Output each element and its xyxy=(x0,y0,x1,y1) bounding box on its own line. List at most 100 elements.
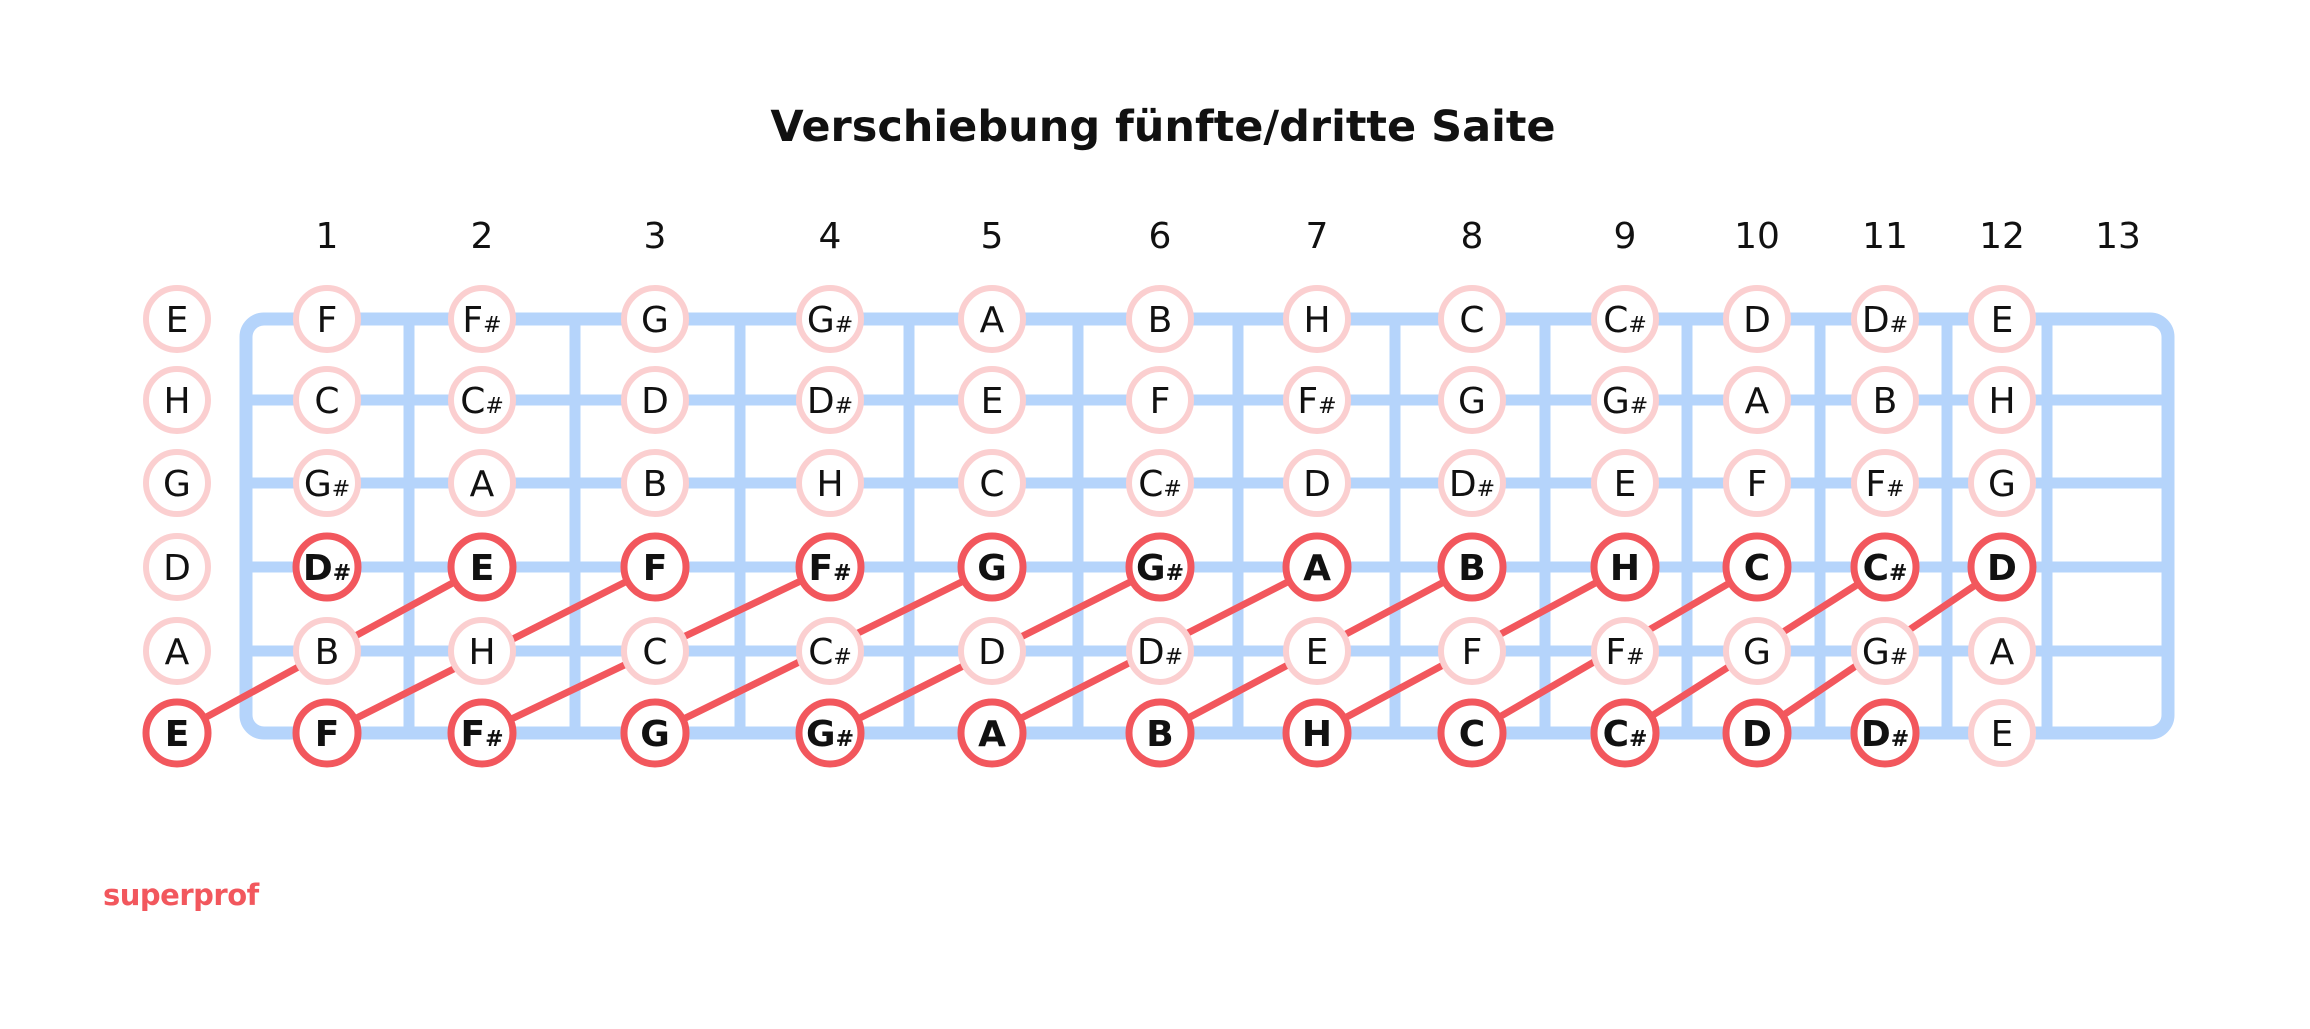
note-marker-highlighted: H xyxy=(1282,698,1352,768)
note-label: H xyxy=(1610,548,1640,589)
note-marker: F# xyxy=(1283,366,1351,434)
note-marker-highlighted: A xyxy=(957,698,1027,768)
note-marker: C# xyxy=(1591,285,1659,353)
note-label: C xyxy=(1744,548,1770,589)
note-marker: D# xyxy=(796,366,864,434)
note-marker-highlighted: A xyxy=(1282,532,1352,602)
note-label: A xyxy=(470,464,495,505)
note-label: C# xyxy=(1863,548,1908,589)
note-marker: D# xyxy=(1438,449,1506,517)
note-label: C xyxy=(1459,714,1485,755)
note-marker: G# xyxy=(293,449,361,517)
note-marker: B xyxy=(1126,285,1194,353)
fret-number: 2 xyxy=(471,216,494,257)
note-label: D xyxy=(641,381,669,422)
note-marker: C xyxy=(293,366,361,434)
note-marker: C# xyxy=(1126,449,1194,517)
note-label: G# xyxy=(304,464,350,505)
note-marker: H xyxy=(796,449,864,517)
note-label: D# xyxy=(1449,464,1495,505)
note-marker-highlighted: D# xyxy=(292,532,362,602)
note-label: D xyxy=(163,548,191,589)
note-marker: E xyxy=(1968,285,2036,353)
note-label: D# xyxy=(1137,632,1183,673)
note-label: H xyxy=(1303,300,1330,341)
note-label: D xyxy=(1743,300,1771,341)
note-label: C# xyxy=(1138,464,1182,505)
note-marker: F# xyxy=(1851,449,1919,517)
note-marker: A xyxy=(143,617,211,685)
note-label: B xyxy=(1148,300,1173,341)
note-marker: A xyxy=(958,285,1026,353)
note-label: F# xyxy=(460,714,503,755)
note-label: C# xyxy=(1603,300,1647,341)
note-label: A xyxy=(1990,632,2015,673)
note-marker: C xyxy=(1438,285,1506,353)
fret-number: 13 xyxy=(2095,216,2141,257)
note-label: G xyxy=(640,714,670,755)
note-marker-highlighted: B xyxy=(1125,698,1195,768)
note-label: E xyxy=(470,548,495,589)
note-marker: D xyxy=(958,617,1026,685)
note-marker-highlighted: F# xyxy=(795,532,865,602)
note-marker-highlighted: C xyxy=(1722,532,1792,602)
note-label: F# xyxy=(808,548,851,589)
note-label: G xyxy=(977,548,1007,589)
note-label: A xyxy=(165,632,190,673)
note-label: D# xyxy=(1861,714,1909,755)
note-label: A xyxy=(1303,548,1331,589)
fret-number: 1 xyxy=(316,216,339,257)
note-marker: E xyxy=(1968,699,2036,767)
note-marker: H xyxy=(1283,285,1351,353)
note-marker: D xyxy=(1723,285,1791,353)
note-marker: G xyxy=(1723,617,1791,685)
note-marker: F# xyxy=(1591,617,1659,685)
note-label: D# xyxy=(807,381,853,422)
note-label: H xyxy=(1988,381,2015,422)
note-label: F# xyxy=(1865,464,1904,505)
note-label: E xyxy=(1306,632,1329,673)
note-label: C xyxy=(314,381,339,422)
note-marker-highlighted: D xyxy=(1967,532,2037,602)
note-marker: B xyxy=(1851,366,1919,434)
fret-number: 8 xyxy=(1461,216,1484,257)
note-label: B xyxy=(1873,381,1898,422)
note-marker: F xyxy=(1723,449,1791,517)
fret-number: 12 xyxy=(1979,216,2025,257)
note-label: A xyxy=(980,300,1005,341)
note-marker: H xyxy=(143,366,211,434)
note-marker: G xyxy=(143,449,211,517)
note-label: D xyxy=(1303,464,1331,505)
note-label: F xyxy=(315,714,340,755)
note-marker-highlighted: D xyxy=(1722,698,1792,768)
superprof-logo: superprof xyxy=(103,878,259,912)
note-label: A xyxy=(978,714,1006,755)
note-marker: B xyxy=(293,617,361,685)
note-marker: A xyxy=(1723,366,1791,434)
fret-number: 7 xyxy=(1306,216,1329,257)
fret-number: 5 xyxy=(981,216,1004,257)
note-label: C xyxy=(979,464,1004,505)
note-marker: G# xyxy=(1851,617,1919,685)
note-label: E xyxy=(165,714,190,755)
note-marker: G# xyxy=(1591,366,1659,434)
note-label: F xyxy=(1747,464,1768,505)
note-marker-highlighted: E xyxy=(447,532,517,602)
note-label: F xyxy=(1150,381,1171,422)
note-marker-highlighted: C# xyxy=(1590,698,1660,768)
note-label: H xyxy=(816,464,843,505)
note-marker-highlighted: G xyxy=(957,532,1027,602)
note-marker: E xyxy=(1283,617,1351,685)
note-marker: A xyxy=(1968,617,2036,685)
note-marker-highlighted: F xyxy=(620,532,690,602)
fret-number: 3 xyxy=(644,216,667,257)
note-marker-highlighted: G# xyxy=(795,698,865,768)
note-label: B xyxy=(315,632,340,673)
note-marker: F xyxy=(293,285,361,353)
note-label: E xyxy=(166,300,189,341)
note-label: C xyxy=(642,632,667,673)
note-marker-highlighted: G# xyxy=(1125,532,1195,602)
